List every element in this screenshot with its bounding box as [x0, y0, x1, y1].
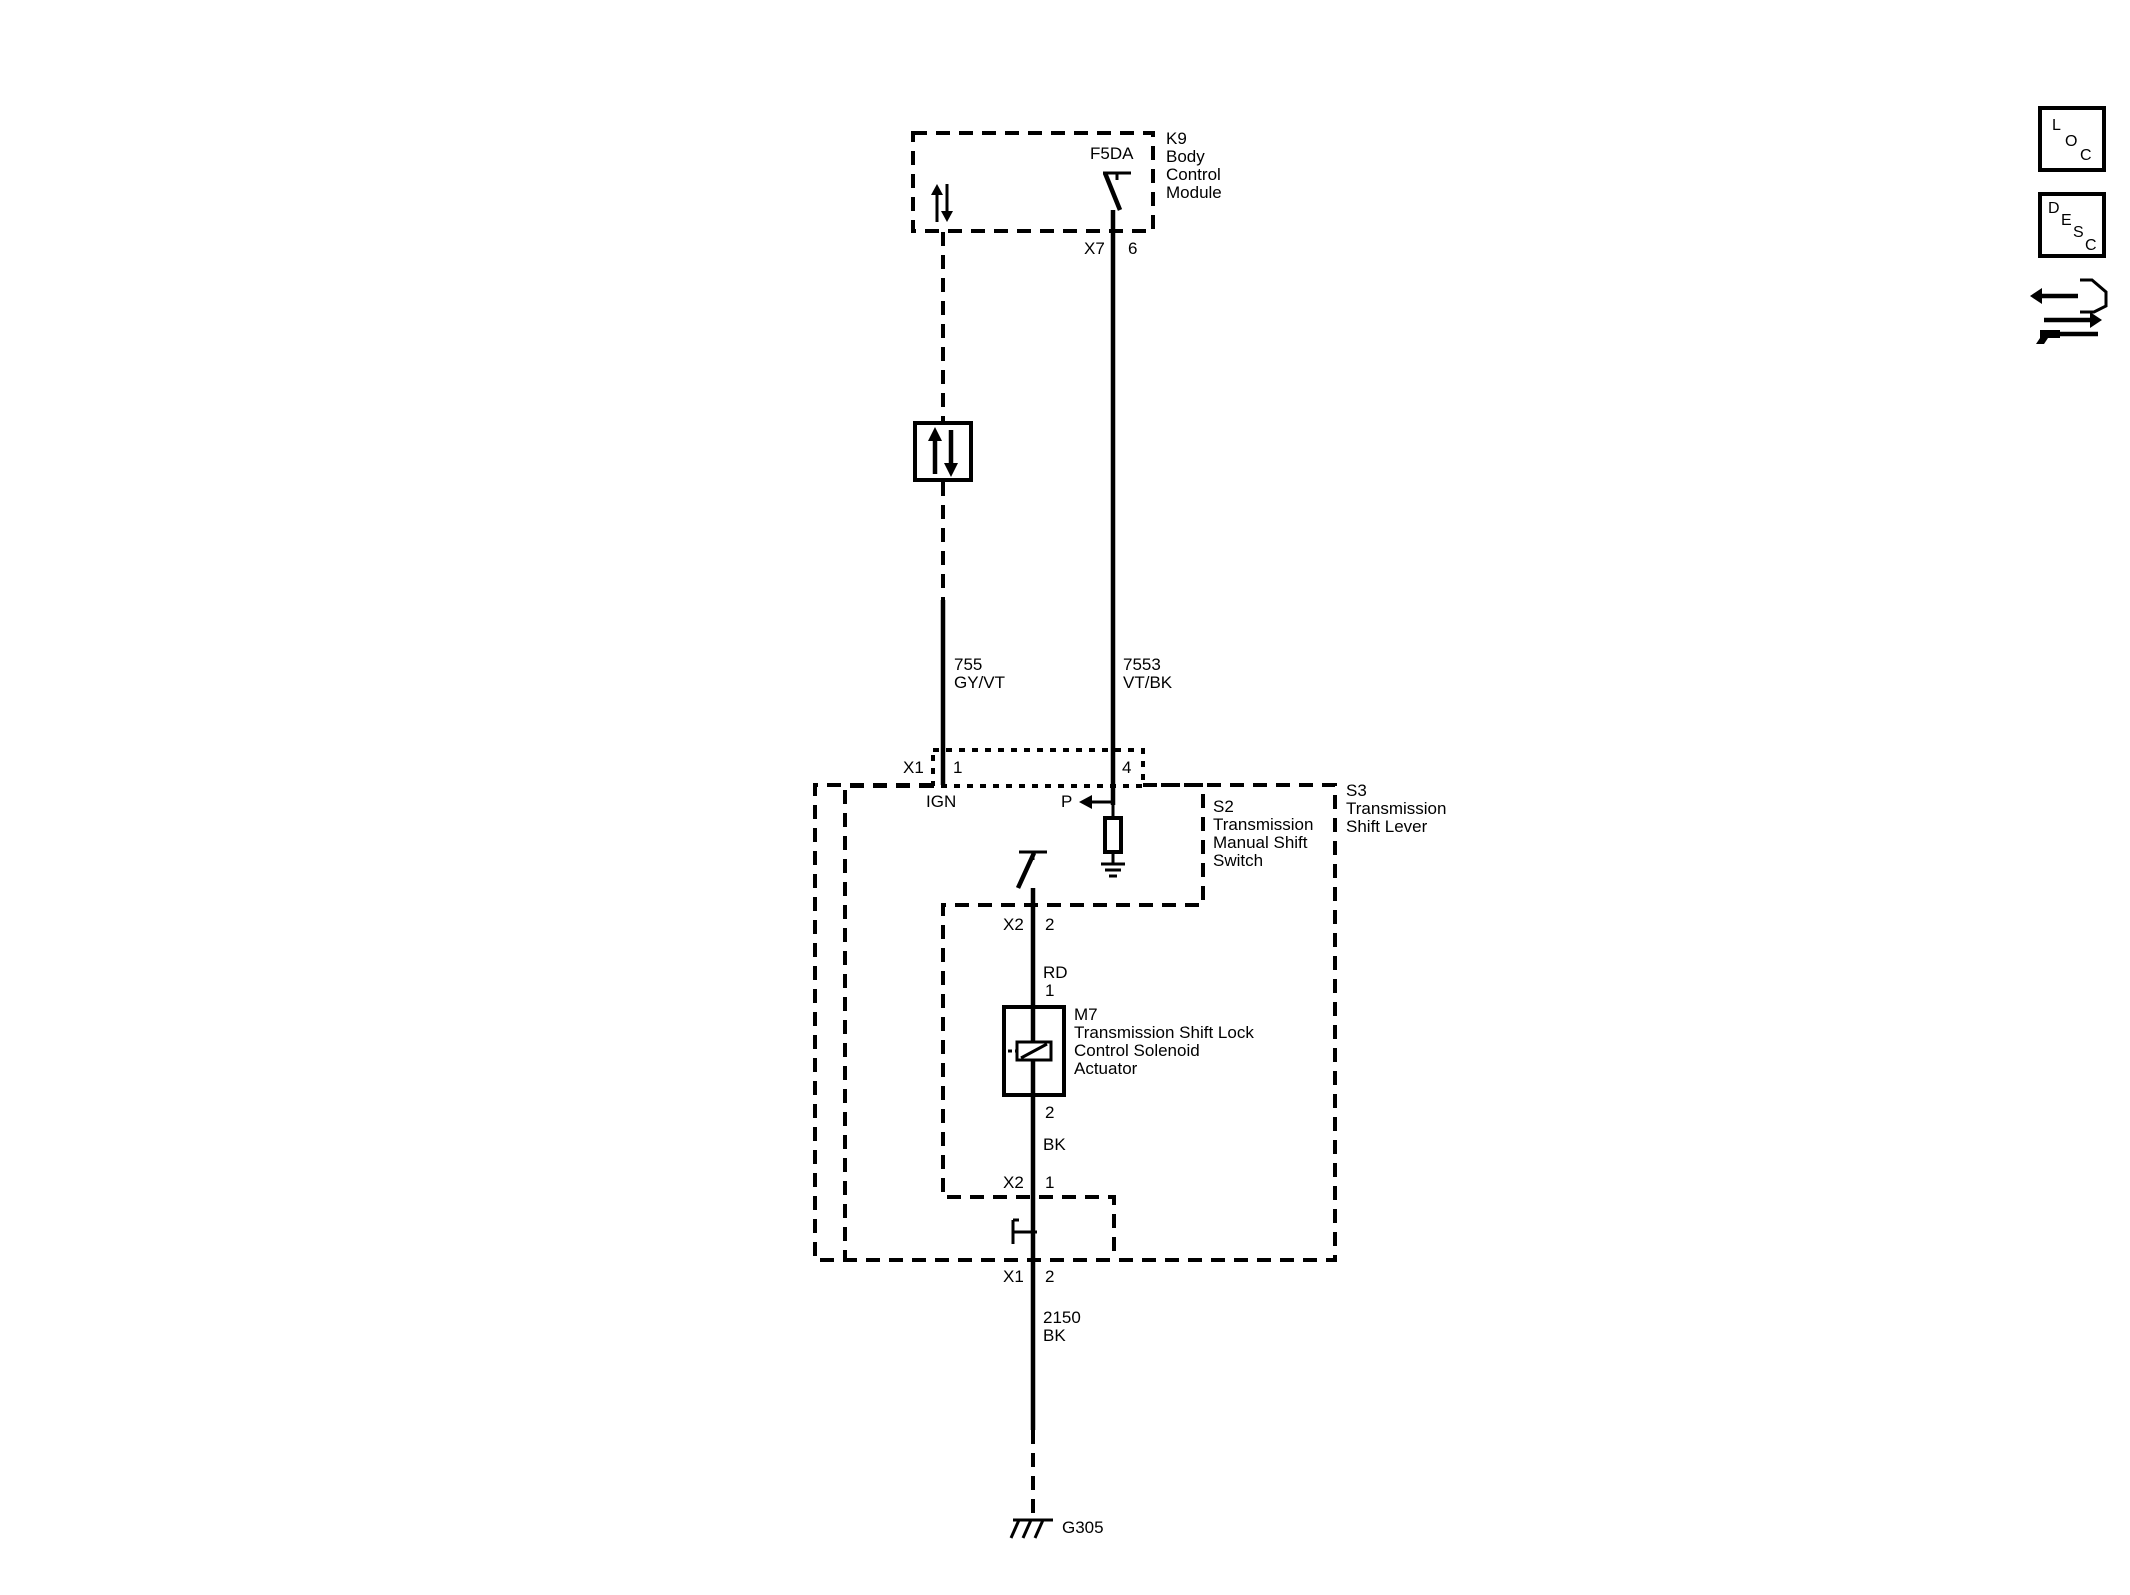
w755-color: GY/VT	[954, 673, 1005, 692]
serial-data-arrows-icon	[931, 184, 953, 222]
k9-connector: X7	[1084, 239, 1105, 258]
loc-button[interactable]: L O C	[2038, 106, 2106, 172]
module-k9-body-control-module[interactable]: F5DA K9 Body Control Module X7 6	[911, 129, 1222, 258]
splice-icon	[1011, 1218, 1037, 1244]
x2-top-name: X2	[1003, 915, 1024, 934]
park-input-circuit: P	[1061, 792, 1125, 878]
w755-circuit: 755	[954, 655, 982, 674]
vehicle-service-button[interactable]	[2030, 278, 2108, 344]
module-s3-transmission-shift-lever[interactable]: S3 Transmission Shift Lever	[813, 781, 1446, 1262]
svg-text:S: S	[2073, 224, 2084, 241]
svg-text:C: C	[2085, 237, 2097, 254]
x2-top-pin: 2	[1045, 915, 1054, 934]
m7-ref: M7	[1074, 1005, 1098, 1024]
x1-top-pin-1: 1	[953, 758, 962, 777]
k9-pin: 6	[1128, 239, 1137, 258]
connector-x1-top[interactable]: X1 1 4	[903, 748, 1145, 788]
ign-label: IGN	[926, 792, 956, 811]
s3-name-line-2: Shift Lever	[1346, 817, 1428, 836]
w7553-color: VT/BK	[1123, 673, 1173, 692]
ground-g305[interactable]: G305	[1009, 1518, 1104, 1539]
shift-switch-contact-icon	[1015, 850, 1047, 889]
k9-name-line-1: Body	[1166, 147, 1205, 166]
park-ground-icon	[1101, 862, 1125, 878]
w7553-circuit: 7553	[1123, 655, 1161, 674]
svg-text:C: C	[2080, 147, 2092, 164]
ground-name: G305	[1062, 1518, 1104, 1537]
bk-wire-color: BK	[1043, 1135, 1066, 1154]
x1-bottom-pin: 2	[1045, 1267, 1054, 1286]
k9-output-label: F5DA	[1090, 144, 1134, 163]
s2-name-line-1: Transmission	[1213, 815, 1313, 834]
m7-name-line-3: Actuator	[1074, 1059, 1138, 1078]
rd-wire-color: RD	[1043, 963, 1068, 982]
s2-name-line-3: Switch	[1213, 851, 1263, 870]
k9-name-line-2: Control	[1166, 165, 1221, 184]
svg-text:E: E	[2061, 212, 2072, 229]
svg-text:L: L	[2052, 117, 2061, 134]
s2-name-line-2: Manual Shift	[1213, 833, 1308, 852]
x1-top-pin-4: 4	[1122, 758, 1131, 777]
park-label: P	[1061, 792, 1072, 811]
w2150-circuit: 2150	[1043, 1308, 1081, 1327]
desc-icon: D E S C	[2048, 200, 2097, 254]
park-arrow-icon	[1079, 795, 1092, 809]
solenoid-m7-shift-lock[interactable]	[1002, 1005, 1066, 1098]
x1-bottom-name: X1	[1003, 1267, 1024, 1286]
w2150-color: BK	[1043, 1326, 1066, 1345]
m7-pin-top: 1	[1045, 981, 1054, 1000]
output-switch-icon	[1102, 171, 1131, 211]
x2-bottom-name: X2	[1003, 1173, 1024, 1192]
k9-name-line-3: Module	[1166, 183, 1222, 202]
module-s2-manual-shift-switch[interactable]: S2 Transmission Manual Shift Switch	[941, 783, 1313, 1260]
m7-pin-bottom: 2	[1045, 1103, 1054, 1122]
k9-ref: K9	[1166, 129, 1187, 148]
s2-ref: S2	[1213, 797, 1234, 816]
park-resistor-icon	[1103, 816, 1123, 854]
serial-data-block-icon	[913, 421, 973, 482]
svg-text:D: D	[2048, 200, 2060, 217]
loc-icon: L O C	[2052, 117, 2092, 164]
x1-top-name: X1	[903, 758, 924, 777]
m7-name-line-1: Transmission Shift Lock	[1074, 1023, 1254, 1042]
m7-name-line-2: Control Solenoid	[1074, 1041, 1200, 1060]
s3-name-line-1: Transmission	[1346, 799, 1446, 818]
desc-button[interactable]: D E S C	[2038, 192, 2106, 258]
x2-bottom-pin: 1	[1045, 1173, 1054, 1192]
vehicle-service-icon	[2030, 278, 2108, 344]
svg-text:O: O	[2065, 133, 2077, 150]
s3-ref: S3	[1346, 781, 1367, 800]
